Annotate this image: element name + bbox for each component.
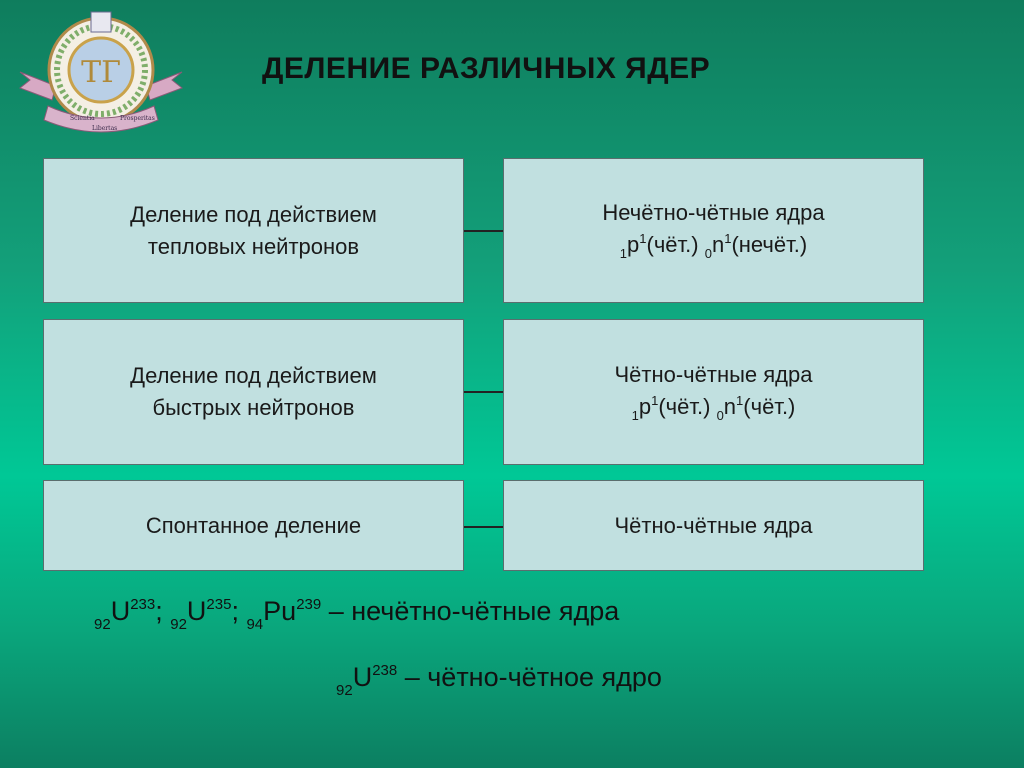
box-text: быстрых нейтронов xyxy=(152,395,355,420)
box-text: Спонтанное деление xyxy=(145,512,362,538)
nucleon-parity-line: 1p1(чёт.) 0n1(чёт.) xyxy=(631,392,796,423)
box-text: Деление под действием xyxy=(130,363,377,388)
box-text: Чётно-чётные ядра xyxy=(614,512,813,538)
isotopes-odd-even-formula: 92U233; 92U235; 94Pu239 – нечётно-чётные… xyxy=(94,596,620,633)
fission-type-box-thermal: Деление под действием тепловых нейтронов xyxy=(43,158,464,303)
box-text: Деление под действием xyxy=(130,201,377,227)
box-text: Нечётно-чётные ядра xyxy=(602,200,825,225)
slide-title: ДЕЛЕНИЕ РАЗЛИЧНЫХ ЯДЕР xyxy=(262,52,711,85)
connector-line xyxy=(464,391,504,393)
nuclei-type-box-odd-even: Нечётно-чётные ядра 1p1(чёт.) 0n1(нечёт.… xyxy=(503,158,924,303)
ribbon-text-right: Prosperitas xyxy=(120,115,155,122)
fission-type-box-fast: Деление под действием быстрых нейтронов xyxy=(43,319,464,465)
nucleon-parity-line: 1p1(чёт.) 0n1(нечёт.) xyxy=(619,231,808,261)
ribbon-text-center: Libertas xyxy=(92,125,117,132)
university-emblem-logo: ТГ Scientia Libertas Prosperitas xyxy=(19,11,183,133)
connector-line xyxy=(464,230,504,232)
fission-type-box-spontaneous: Спонтанное деление xyxy=(43,480,464,571)
isotope-even-even-formula: 92U238 – чётно-чётное ядро xyxy=(336,662,662,699)
nuclei-type-box-even-even: Чётно-чётные ядра 1p1(чёт.) 0n1(чёт.) xyxy=(503,319,924,465)
connector-line xyxy=(464,526,504,528)
box-text: Чётно-чётные ядра xyxy=(614,361,813,387)
box-text: тепловых нейтронов xyxy=(147,233,360,259)
ribbon-text-left: Scientia xyxy=(70,115,95,122)
svg-text:ТГ: ТГ xyxy=(81,55,121,90)
nuclei-type-box-even-even-spontaneous: Чётно-чётные ядра xyxy=(503,480,924,571)
